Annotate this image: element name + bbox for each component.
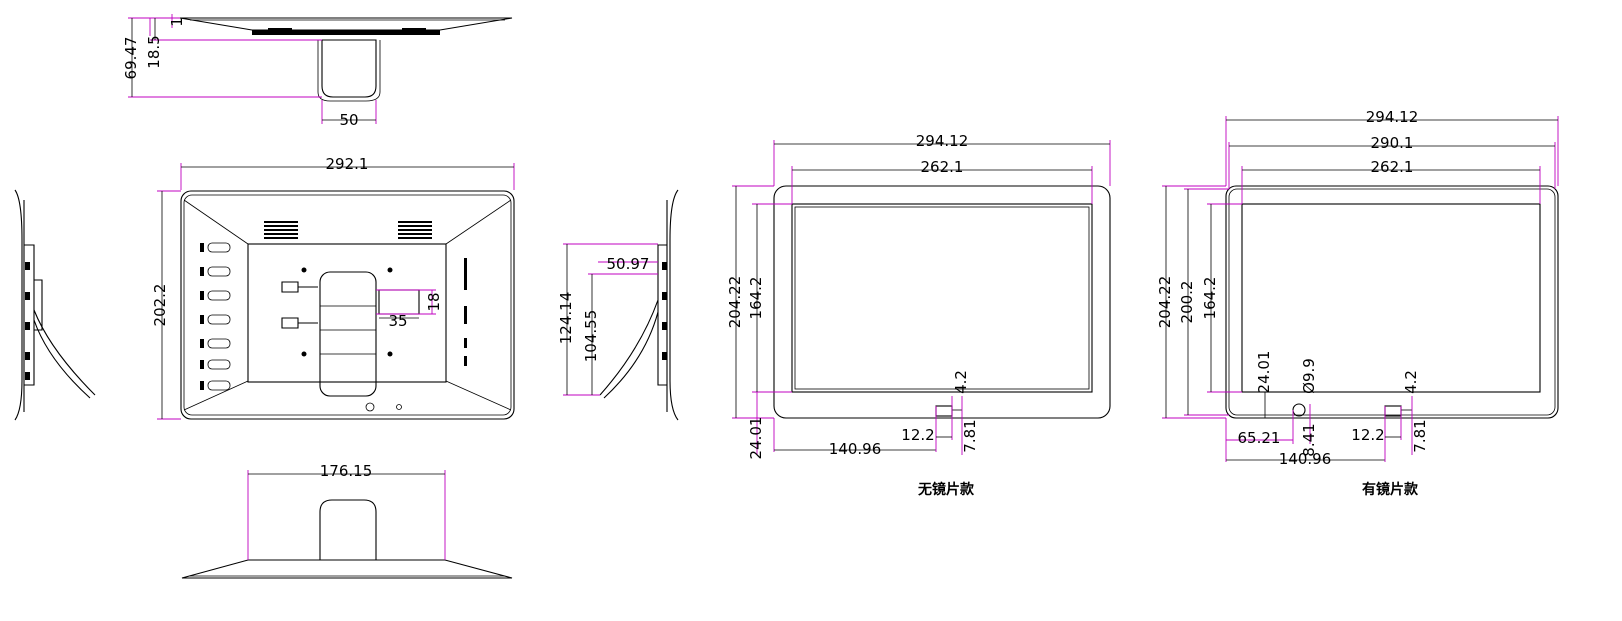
dim-8-41: 8.41 xyxy=(1300,423,1318,456)
dim-24-01-glass: 24.01 xyxy=(1255,351,1273,394)
right-side-view: 124.14 104.55 50.97 xyxy=(557,189,679,421)
dim-4-2-glass: 4.2 xyxy=(1402,370,1420,394)
dim-50-97: 50.97 xyxy=(607,255,650,273)
caption-no-glass: 无镜片款 xyxy=(917,481,975,498)
dim-4-2: 4.2 xyxy=(952,370,970,394)
dim-104-55: 104.55 xyxy=(582,310,600,363)
caption-glass: 有镜片款 xyxy=(1362,481,1419,498)
dim-12-2-glass: 12.2 xyxy=(1351,426,1384,444)
top-view: 1 18.5 69.47 50 xyxy=(122,14,513,129)
dim-18: 18 xyxy=(425,292,443,311)
dim-176-15: 176.15 xyxy=(320,462,373,480)
back-view: 292.1 202.2 35 18 xyxy=(151,155,515,420)
dim-124-14: 124.14 xyxy=(557,292,575,345)
dim-202-2: 202.2 xyxy=(151,284,169,327)
dim-phi-9-9: Ø9.9 xyxy=(1300,358,1318,394)
camera-icon xyxy=(1292,403,1306,417)
dim-7-81: 7.81 xyxy=(961,419,979,452)
dim-69-47: 69.47 xyxy=(122,37,140,80)
dim-204-22-glass: 204.22 xyxy=(1156,276,1174,329)
dim-200-2: 200.2 xyxy=(1178,281,1196,324)
left-vent xyxy=(264,221,298,239)
dim-18-5: 18.5 xyxy=(145,35,163,68)
dim-164-2-glass: 164.2 xyxy=(1201,277,1219,320)
dim-290-1: 290.1 xyxy=(1371,134,1414,152)
dim-140-96: 140.96 xyxy=(829,440,882,458)
dim-50: 50 xyxy=(339,111,358,129)
front-view-no-glass: 294.12 262.1 204.22 164.2 4.2 12.2 7.81 … xyxy=(726,132,1111,498)
dim-204-22: 204.22 xyxy=(726,276,744,329)
port-column xyxy=(200,242,231,391)
bottom-view: 176.15 xyxy=(181,462,513,579)
front-view-glass: 294.12 290.1 262.1 204.22 200.2 164.2 24… xyxy=(1156,108,1559,498)
dim-12-2: 12.2 xyxy=(901,426,934,444)
dim-262-1-glass: 262.1 xyxy=(1371,158,1414,176)
dim-164-2: 164.2 xyxy=(747,277,765,320)
left-side-view xyxy=(14,189,96,421)
right-vent xyxy=(398,221,432,239)
dim-262-1: 262.1 xyxy=(921,158,964,176)
dim-7-81-glass: 7.81 xyxy=(1411,419,1429,452)
dim-35: 35 xyxy=(388,312,407,330)
dim-294-12: 294.12 xyxy=(916,132,969,150)
dim-24-01: 24.01 xyxy=(747,417,765,460)
dim-140-96-glass: 140.96 xyxy=(1279,450,1332,468)
dim-294-12-glass: 294.12 xyxy=(1366,108,1419,126)
dim-292-1: 292.1 xyxy=(326,155,369,173)
dim-1: 1 xyxy=(168,17,186,27)
dim-65-21: 65.21 xyxy=(1238,429,1281,447)
